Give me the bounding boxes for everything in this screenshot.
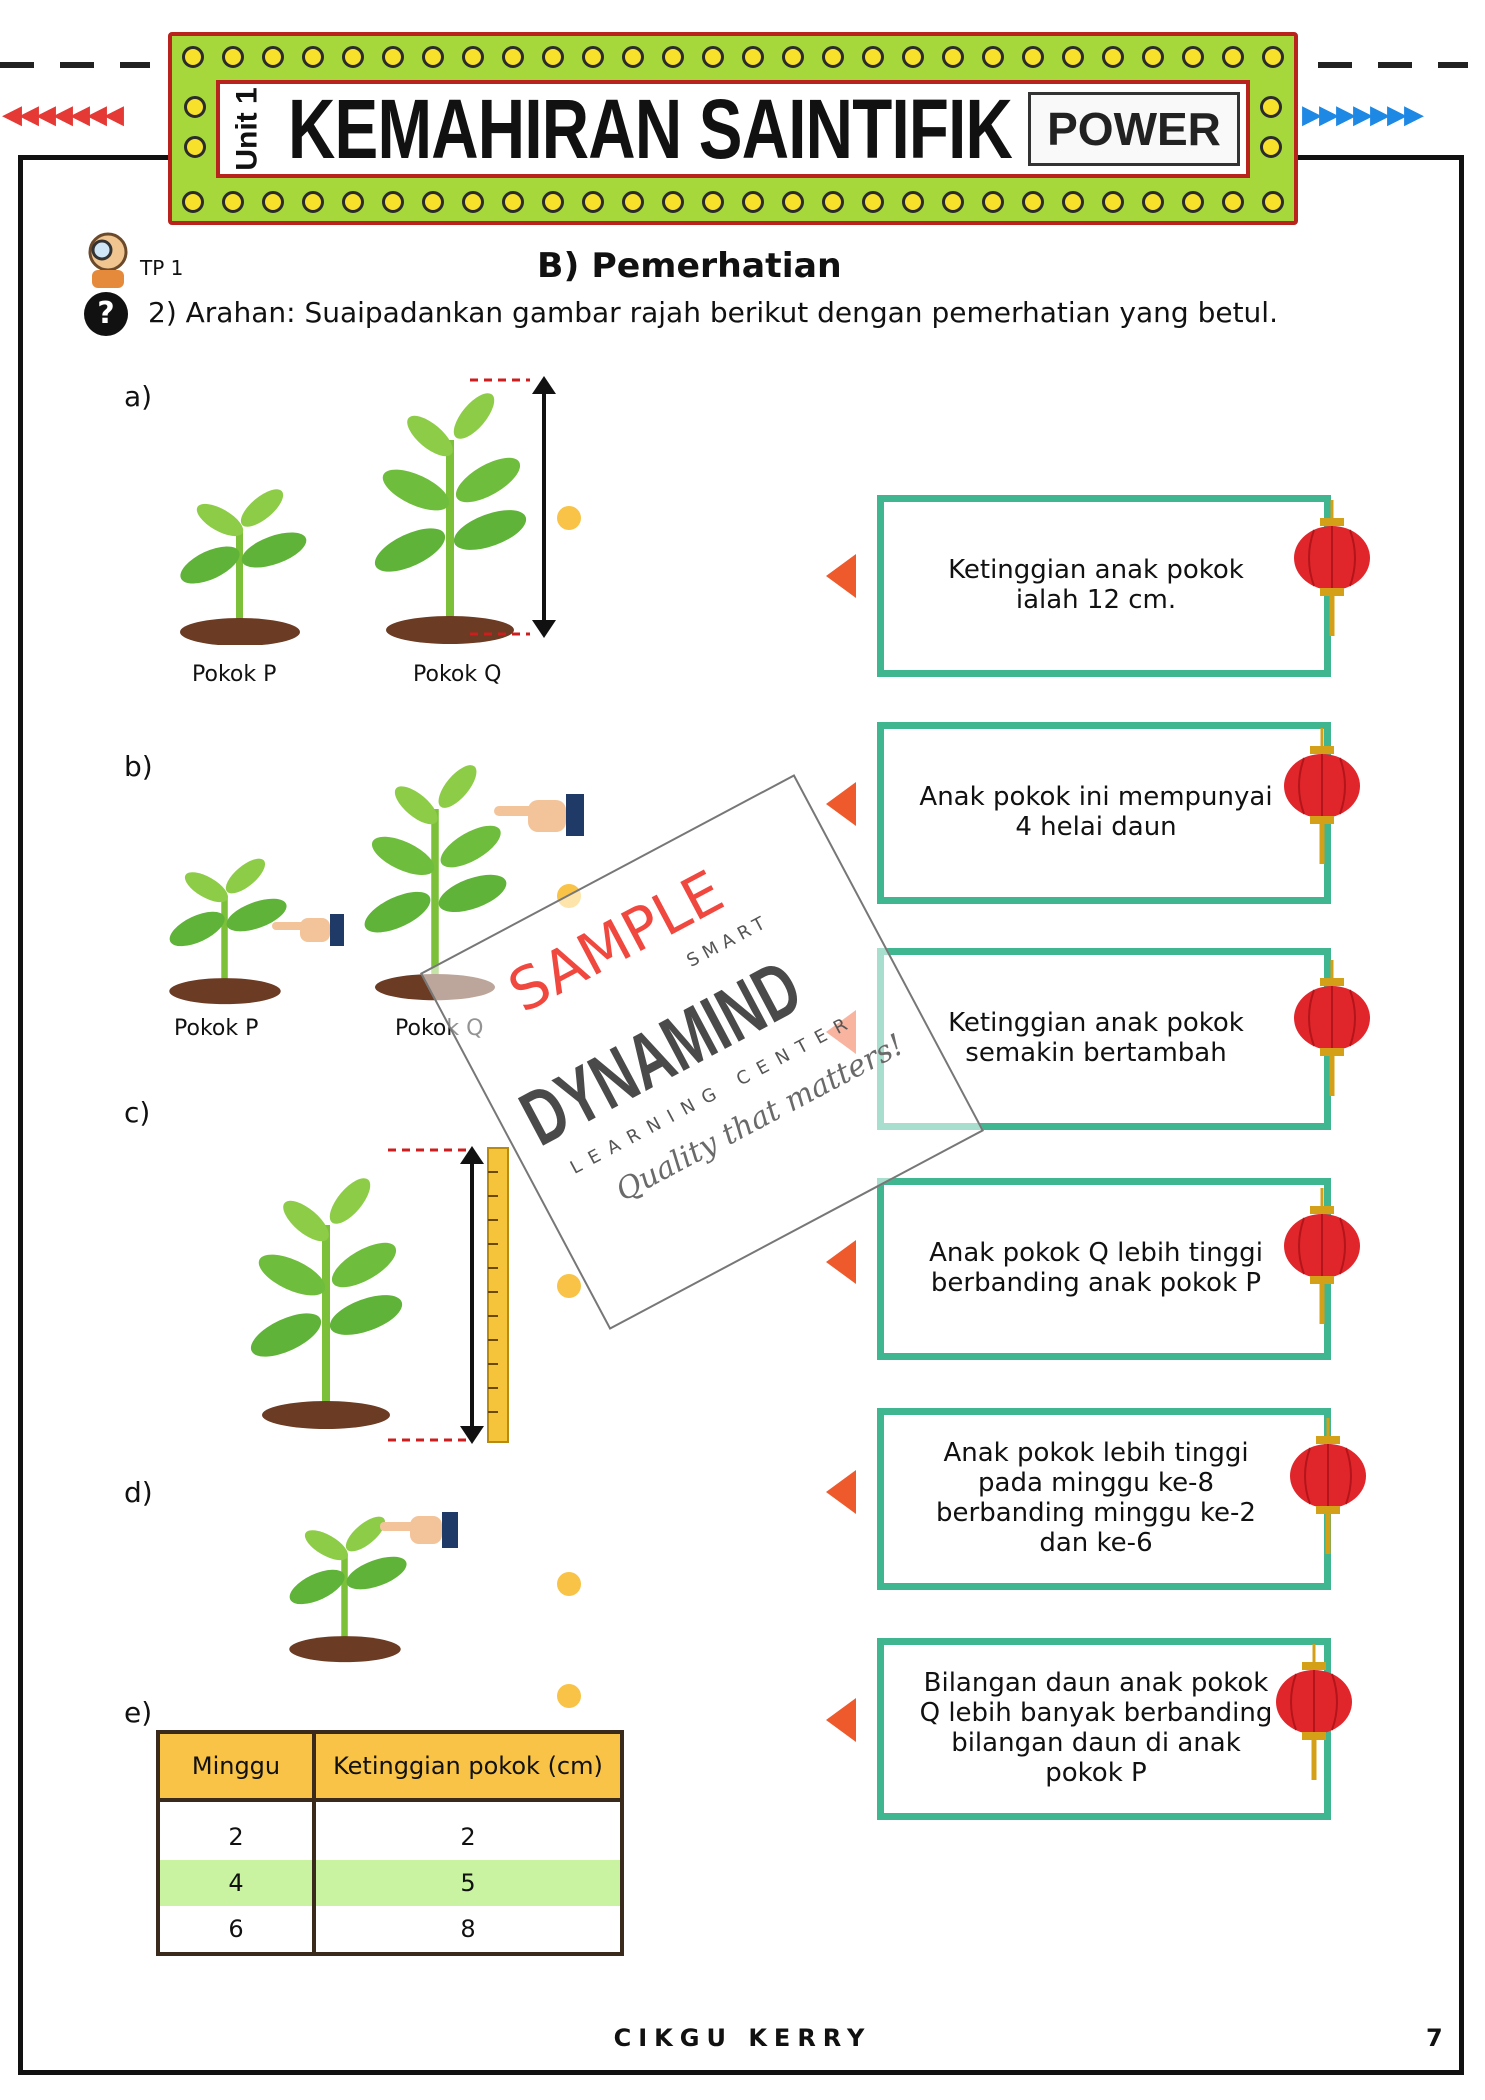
table-header-row: Minggu Ketinggian pokok (cm) — [158, 1732, 622, 1802]
match-pointer-6[interactable] — [826, 1698, 856, 1742]
match-pointer-1[interactable] — [826, 554, 856, 598]
lantern-icon — [1294, 960, 1370, 1096]
column-header: Ketinggian pokok (cm) — [314, 1732, 622, 1802]
item-label-b: b) — [124, 750, 153, 783]
magnifier-boy-icon — [88, 232, 128, 288]
answer-text: Anak pokok ini mempunyai 4 helai daun — [919, 782, 1273, 842]
power-logo: POWER — [1028, 92, 1240, 166]
plant-p-image — [169, 858, 287, 1005]
question-icon: ? — [84, 292, 128, 336]
table-cell: 2 — [158, 1814, 316, 1860]
answer-text: Ketinggian anak pokok ialah 12 cm. — [948, 555, 1244, 615]
lantern-icon — [1276, 1644, 1352, 1780]
plant-label: Pokok Q — [413, 662, 502, 687]
header-arrows-left: ◀◀◀◀◀◀◀ — [2, 100, 124, 130]
plant-label: Pokok P — [192, 662, 277, 687]
plant-image — [289, 1516, 407, 1663]
ruler-measure — [388, 1146, 509, 1444]
pointing-hand-icon — [380, 1512, 458, 1548]
answer-box-4: Anak pokok Q lebih tinggi berbanding ana… — [877, 1178, 1331, 1360]
item-label-d: d) — [124, 1476, 153, 1509]
table-cell: 5 — [314, 1860, 622, 1906]
lantern-icon — [1290, 1418, 1366, 1554]
table-row: 6 8 — [158, 1906, 622, 1954]
plant-q-image — [374, 393, 527, 644]
item-label-e: e) — [124, 1696, 153, 1729]
plant-label: Pokok P — [174, 1016, 259, 1041]
match-dot-c[interactable] — [557, 1274, 581, 1298]
pointing-hand-icon — [494, 794, 584, 836]
table-cell: 6 — [158, 1906, 316, 1954]
answer-box-5: Anak pokok lebih tinggi pada minggu ke-8… — [877, 1408, 1331, 1590]
answer-box-3: Ketinggian anak pokok semakin bertambah — [877, 948, 1331, 1130]
answer-text: Anak pokok lebih tinggi pada minggu ke-8… — [936, 1438, 1256, 1558]
table-cell: 2 — [460, 1823, 476, 1851]
item-label-a: a) — [124, 380, 153, 413]
match-pointer-5[interactable] — [826, 1470, 856, 1514]
header-arrows-right: ▶▶▶▶▶▶▶ — [1302, 100, 1424, 130]
bulb-side — [1260, 136, 1282, 158]
answer-box-1: Ketinggian anak pokok ialah 12 cm. — [877, 495, 1331, 677]
match-dot-e[interactable] — [557, 1684, 581, 1708]
answer-box-2: Anak pokok ini mempunyai 4 helai daun — [877, 722, 1331, 904]
column-header: Minggu — [158, 1732, 316, 1802]
bulb-row-bottom — [182, 191, 1284, 213]
title-inner: Unit 1 KEMAHIRAN SAINTIFIK POWER — [216, 80, 1250, 178]
table-cell: 8 — [460, 1915, 476, 1943]
match-pointer-2[interactable] — [826, 782, 856, 826]
page-number: 7 — [1426, 2024, 1443, 2052]
plant-p-image — [180, 489, 307, 645]
match-dot-a[interactable] — [557, 506, 581, 530]
answer-text: Anak pokok Q lebih tinggi berbanding ana… — [929, 1238, 1263, 1298]
section-title: B) Pemerhatian — [537, 246, 842, 286]
answer-box-6: Bilangan daun anak pokok Q lebih banyak … — [877, 1638, 1331, 1820]
unit-label: Unit 1 — [231, 87, 264, 171]
title-banner: Unit 1 KEMAHIRAN SAINTIFIK POWER — [168, 32, 1298, 225]
header-dash-left — [0, 62, 150, 68]
tp-label: TP 1 — [140, 256, 184, 280]
page-title: KEMAHIRAN SAINTIFIK — [288, 82, 1013, 176]
header-dash-right — [1318, 62, 1468, 68]
plant-image — [250, 1178, 403, 1429]
footer-author: CIKGU KERRY — [613, 2024, 872, 2052]
table-row: 4 5 — [158, 1860, 622, 1906]
lantern-icon — [1284, 1188, 1360, 1324]
growth-table: Minggu Ketinggian pokok (cm) 2 2 4 5 6 8 — [156, 1730, 624, 1956]
bulb-side — [184, 96, 206, 118]
instruction-text: 2) Arahan: Suaipadankan gambar rajah ber… — [148, 296, 1278, 329]
height-arrow — [470, 376, 556, 638]
match-pointer-4[interactable] — [826, 1240, 856, 1284]
bulb-side — [184, 136, 206, 158]
bulb-side — [1260, 96, 1282, 118]
answer-text: Ketinggian anak pokok semakin bertambah — [948, 1008, 1244, 1068]
table-row — [158, 1800, 622, 1814]
pointing-hand-icon — [272, 914, 344, 946]
match-dot-d[interactable] — [557, 1572, 581, 1596]
lantern-icon — [1284, 728, 1360, 864]
answer-text: Bilangan daun anak pokok Q lebih banyak … — [919, 1668, 1273, 1788]
item-label-c: c) — [124, 1096, 151, 1129]
bulb-row-top — [182, 46, 1284, 68]
lantern-icon — [1294, 500, 1370, 636]
table-cell: 4 — [158, 1860, 316, 1906]
table-row: 2 2 — [158, 1814, 622, 1860]
